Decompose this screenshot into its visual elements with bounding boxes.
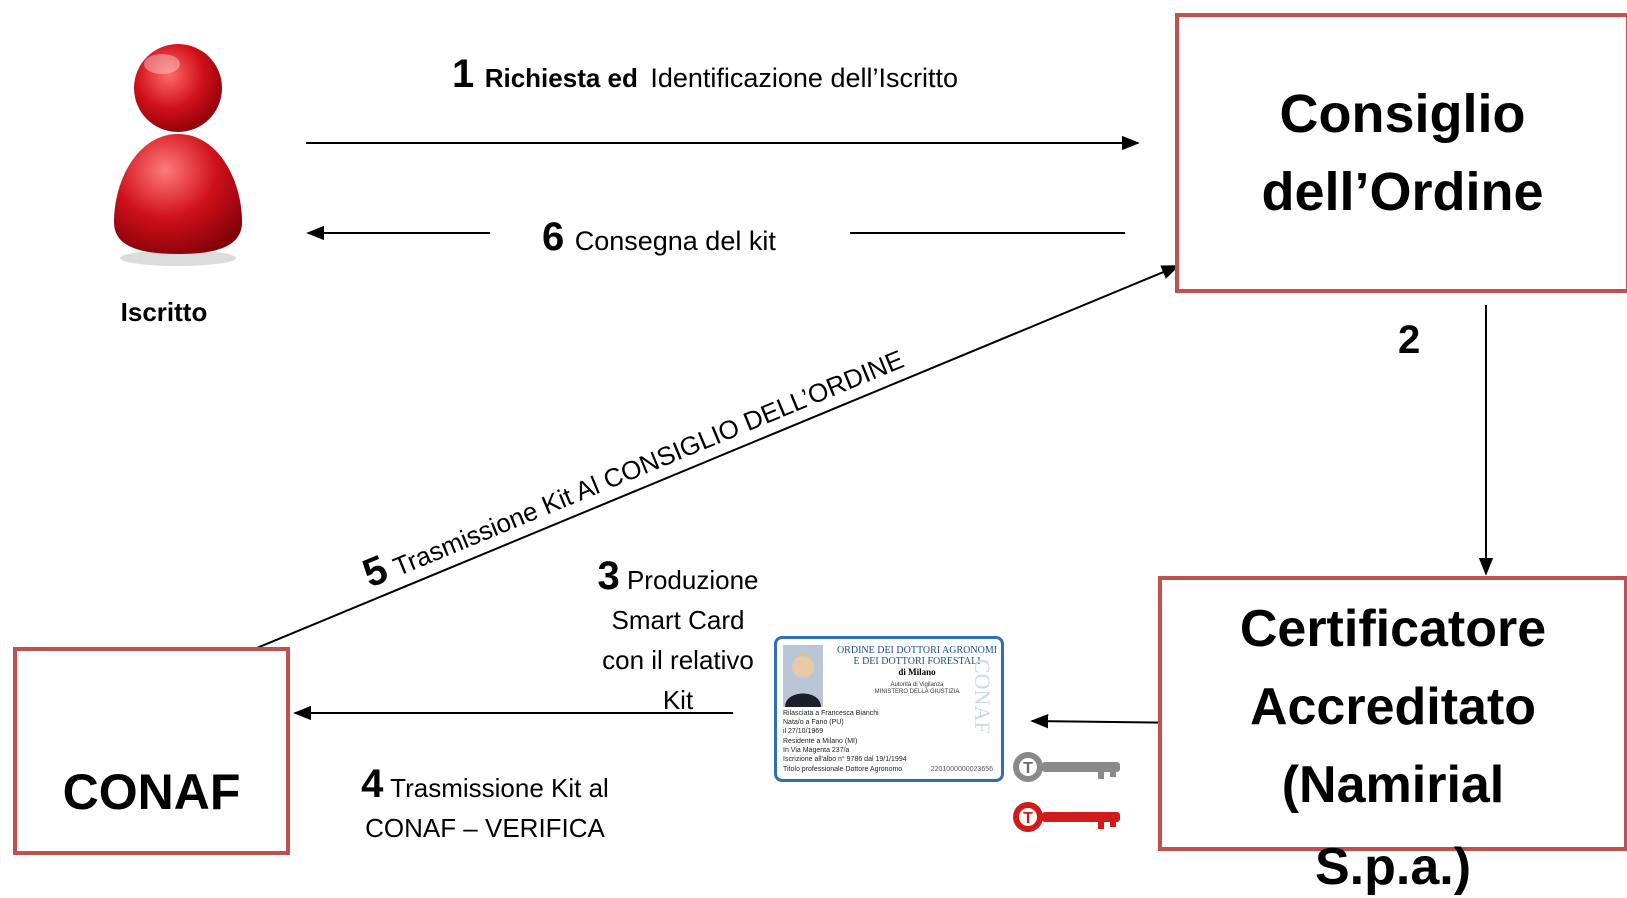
consiglio-line-2: dell’Ordine: [1261, 162, 1544, 222]
step-3-number: 3: [597, 554, 620, 598]
step-3-line-4: Kit: [662, 685, 694, 715]
card-authority-line-1: Autorità di Vigilanza: [890, 682, 944, 688]
card-line: Residente a Milano (MI): [783, 738, 858, 745]
card-header: ORDINE DEI DOTTORI AGRONOMI E DEI DOTTOR…: [831, 645, 1001, 667]
card-authority: Autorità di Vigilanza MINISTERO DELLA GI…: [831, 682, 1001, 696]
red-key-icon: T: [1013, 802, 1120, 832]
card-code: 2201000000023656: [930, 766, 993, 773]
card-header-line-2: E DEI DOTTORI FORESTALI: [853, 656, 981, 667]
card-line: Rilasciata a Francesca Bianchi: [783, 710, 879, 717]
step-4-label: 4 Trasmissione Kit al CONAF – VERIFICA: [340, 764, 630, 848]
card-authority-line-2: MINISTERO DELLA GIUSTIZIA: [874, 689, 960, 695]
svg-text:T: T: [1023, 810, 1033, 827]
step-4-number: 4: [361, 762, 384, 806]
card-line: In Via Magenta 237/a: [783, 747, 850, 754]
step-4-line-1: Trasmissione Kit al: [390, 773, 609, 803]
step-1-label: 1 Richiesta ed Identificazione dell’Iscr…: [452, 52, 958, 97]
card-photo: [783, 645, 823, 707]
conaf-label: CONAF: [62, 764, 241, 820]
certificatore-line-1: Certificatore: [1239, 600, 1547, 658]
step-6-label: 6 Consegna del kit: [542, 215, 776, 260]
svg-text:T: T: [1023, 760, 1033, 777]
certificatore-line-3: (Namirial: [1281, 756, 1505, 814]
person-icon: [114, 44, 242, 266]
conaf-box: CONAF: [13, 647, 290, 855]
step-5-text: Trasmissione Kit Al CONSIGLIO DELL’ORDIN…: [389, 344, 908, 582]
card-line: Nata/o a Fano (PU): [783, 719, 844, 726]
card-line: Iscrizione all'albo n° 9786 dal 19/1/199…: [783, 756, 907, 763]
step-1-bold-text: Richiesta ed: [484, 63, 638, 93]
step-3-line-1: Produzione: [626, 565, 759, 595]
certificatore-box: Certificatore Accreditato (Namirial: [1158, 576, 1627, 851]
smart-card-image: ORDINE DEI DOTTORI AGRONOMI E DEI DOTTOR…: [774, 636, 1004, 782]
card-city: di Milano: [898, 667, 936, 677]
certificatore-line-2: Accreditato: [1249, 678, 1537, 736]
certificatore-line-4: S.p.a.): [1314, 838, 1472, 896]
step-2-number: 2: [1398, 318, 1421, 362]
step-4-line-2: CONAF – VERIFICA: [365, 813, 605, 843]
step-1-text: Identificazione dell’Iscritto: [650, 63, 958, 93]
step-6-number: 6: [542, 215, 565, 259]
step-3-label: 3 Produzione Smart Card con il relativo …: [575, 556, 781, 720]
card-line: Titolo professionale Dottore Agronomo: [783, 766, 903, 773]
step-6-text: Consegna del kit: [574, 226, 776, 256]
grey-key-icon: T: [1013, 752, 1120, 782]
card-header-line-1: ORDINE DEI DOTTORI AGRONOMI: [836, 645, 998, 656]
card-line: il 27/10/1969: [783, 728, 824, 735]
step-3-line-3: con il relativo: [602, 645, 754, 675]
card-watermark: CONAF: [970, 659, 995, 734]
consiglio-line-1: Consiglio: [1279, 84, 1526, 144]
step-1-number: 1: [452, 52, 475, 96]
step-3-line-2: Smart Card: [611, 605, 745, 635]
iscritto-label: Iscritto: [120, 297, 208, 327]
consiglio-box: Consiglio dell’Ordine: [1175, 13, 1627, 293]
arrow-5: [251, 265, 1180, 651]
